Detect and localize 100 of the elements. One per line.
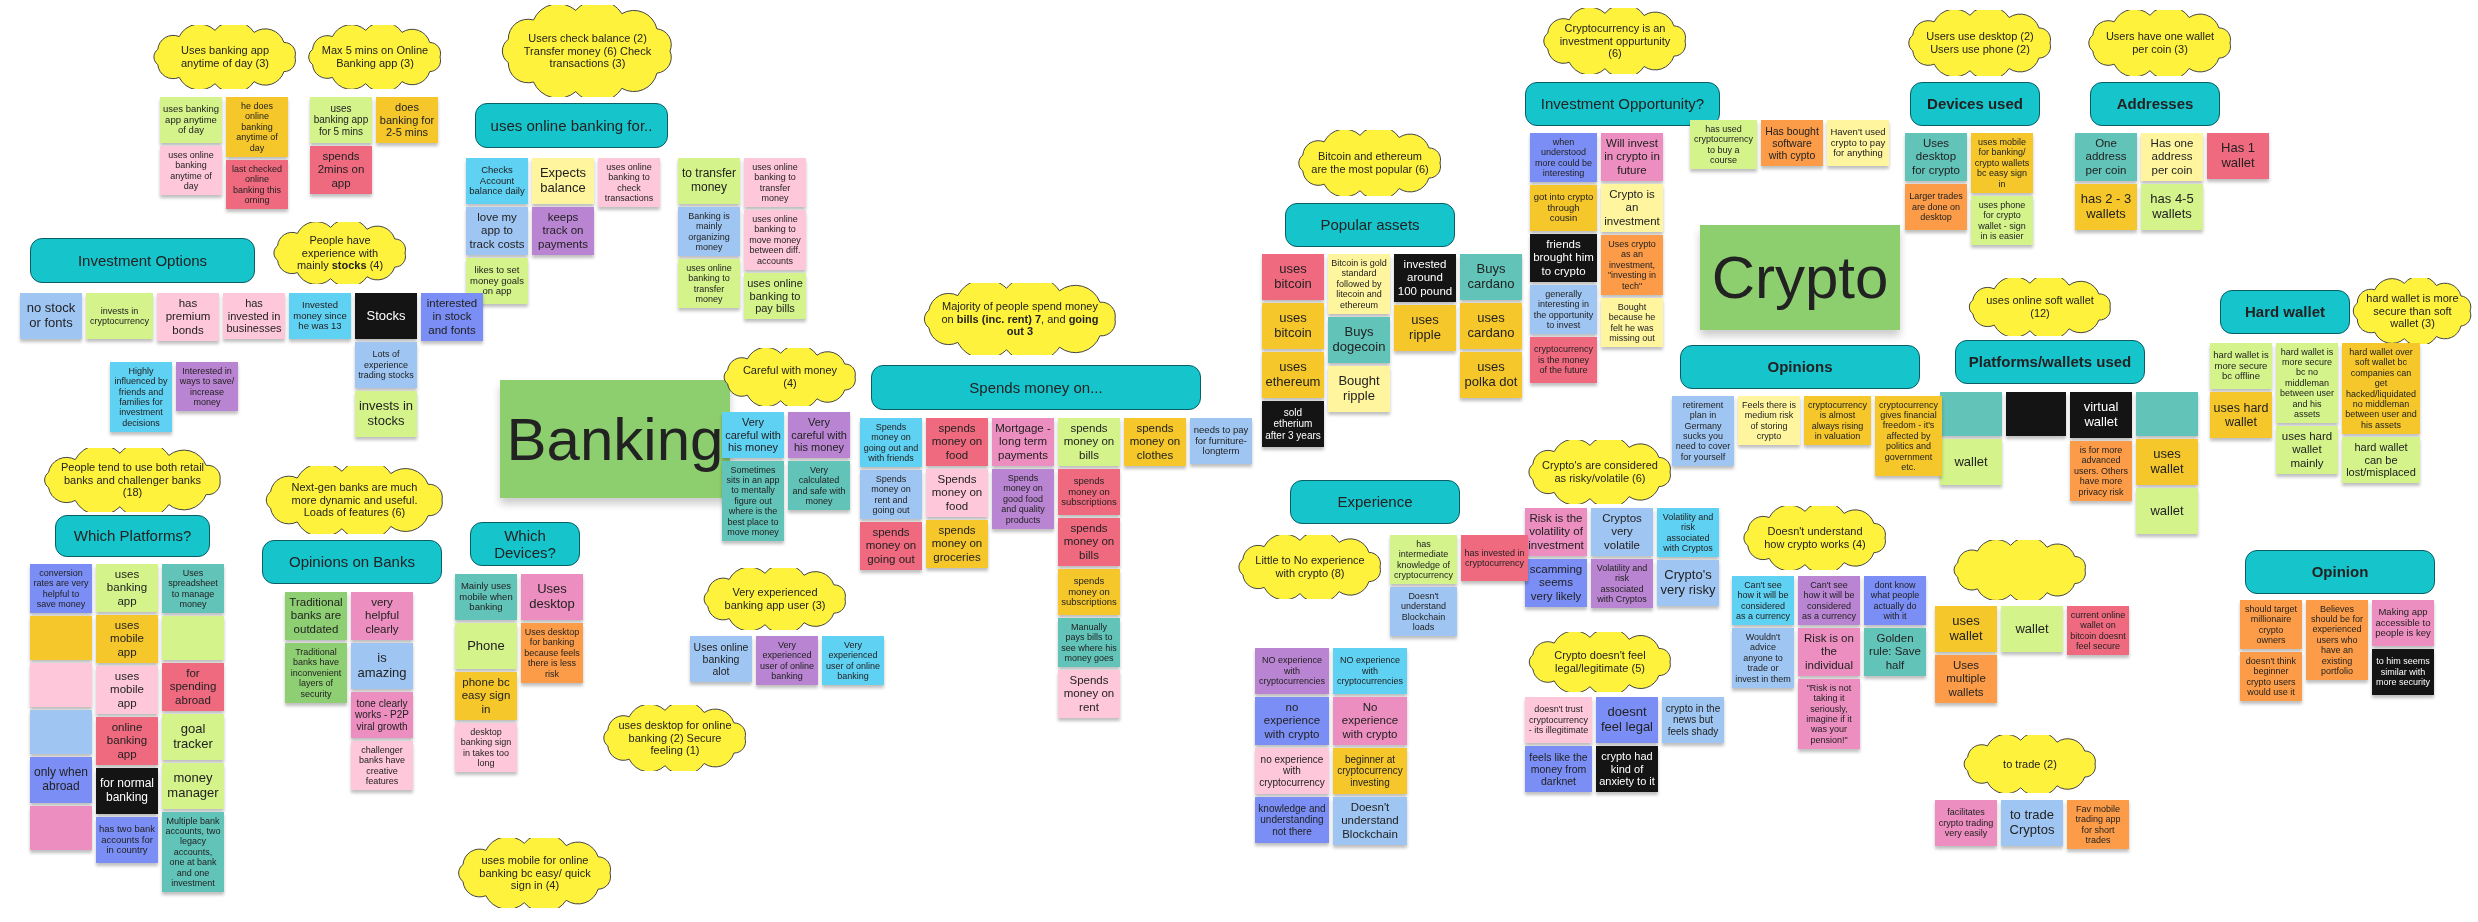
sticky-note: Risk is on the individual bbox=[1798, 628, 1860, 676]
sticky-note: Will invest in crypto in future bbox=[1601, 133, 1663, 181]
sticky-note: spends money on subscriptions bbox=[1058, 569, 1120, 615]
sticky-note: Very experienced user of online banking bbox=[756, 636, 818, 685]
sticky-note: uses hard wallet bbox=[2210, 392, 2272, 438]
category-header: uses online banking for.. bbox=[475, 103, 668, 148]
sticky-note: Stocks bbox=[355, 293, 417, 339]
sticky-note: spends money on going out bbox=[860, 522, 922, 570]
sticky-note: Doesn't understand Blockchain loads bbox=[1390, 587, 1457, 636]
sticky-note: very helpful clearly bbox=[351, 592, 413, 640]
sticky-note: to him seems similar with more security bbox=[2372, 649, 2434, 695]
sticky-note: Crypto is an investment bbox=[1601, 184, 1663, 232]
sticky-note: phone bc easy sign in bbox=[455, 672, 517, 720]
sticky-note: Buys dogecoin bbox=[1328, 317, 1390, 363]
sticky-note: last checked online banking this orning bbox=[226, 160, 288, 209]
sticky-note: uses mobile app bbox=[96, 615, 158, 663]
sticky-note: Phone bbox=[455, 623, 517, 669]
sticky-note: NO experience with cryptocurrencies bbox=[1255, 648, 1329, 694]
sticky-note: challenger banks have creative features bbox=[351, 741, 413, 790]
sticky-note: scamming seems very likely bbox=[1525, 559, 1587, 607]
sticky-note: has 2 - 3 wallets bbox=[2075, 184, 2137, 230]
sticky-note: spends 2mins on app bbox=[310, 146, 372, 194]
sticky-note: Expects balance bbox=[532, 158, 594, 204]
sticky-note: Manually pays bills to see where his money goes bbox=[1058, 618, 1120, 667]
sticky-note: uses cardano bbox=[1460, 303, 1522, 349]
category-header: Experience bbox=[1290, 480, 1460, 524]
sticky-note: online banking app bbox=[96, 717, 158, 765]
sticky-note: Checks Account balance daily bbox=[466, 158, 528, 204]
sticky-note: uses banking app bbox=[96, 564, 158, 612]
sticky-note: is for more advanced users. Others have more privacy risk bbox=[2070, 441, 2132, 501]
sticky-note: uses bitcoin bbox=[1262, 254, 1324, 300]
sticky-note: NO experience with cryptocurrencies bbox=[1333, 648, 1407, 694]
sticky-note: uses polka dot bbox=[1460, 352, 1522, 398]
sticky-note: beginner at cryptocurrency investing bbox=[1333, 748, 1407, 794]
sticky-note: should target millionaire crypto owners bbox=[2240, 600, 2302, 649]
sticky-note: Multiple bank accounts, two legacy accounts, one at bank and one investment bbox=[162, 812, 224, 892]
sticky-note: Invested money since he was 13 bbox=[289, 293, 351, 339]
sticky-note: Spends money on going out and with friends bbox=[860, 418, 922, 467]
category-header: Opinion bbox=[2245, 550, 2435, 594]
sticky-note bbox=[30, 806, 92, 850]
sticky-note: Volatility and risk associated with Cryptos bbox=[1657, 508, 1719, 557]
sticky-note: Fav mobile trading app for short trades bbox=[2067, 800, 2129, 849]
sticky-note: uses mobile app bbox=[96, 666, 158, 714]
sticky-note: cryptocurrency is the money of the future bbox=[1530, 337, 1597, 383]
sticky-note: uses online banking to transfer money bbox=[678, 259, 740, 308]
sticky-note: crypto had kind of anxiety to it bbox=[1596, 746, 1658, 792]
sticky-note: Uses multiple wallets bbox=[1935, 655, 1997, 703]
sticky-note: Wouldn't advice anyone to trade or invest in them bbox=[1732, 628, 1794, 688]
sticky-note: love my app to track costs bbox=[466, 207, 528, 255]
sticky-note: Crypto's very risky bbox=[1657, 560, 1719, 606]
sticky-note: hard wallet can be lost/misplaced bbox=[2342, 437, 2420, 483]
sticky-note: only when abroad bbox=[30, 757, 92, 803]
sticky-note: money manager bbox=[162, 763, 224, 809]
sticky-note: spends money on bills bbox=[1058, 418, 1120, 466]
sticky-note bbox=[30, 710, 92, 754]
sticky-note: sold etherium after 3 years bbox=[1262, 401, 1324, 447]
sticky-note: Interested in ways to save/ increase money bbox=[176, 362, 238, 411]
sticky-note: knowledge and understanding not there bbox=[1255, 797, 1329, 843]
sticky-note: Uses desktop for crypto bbox=[1905, 133, 1967, 181]
sticky-note: has 4-5 wallets bbox=[2141, 184, 2203, 230]
sticky-note: has invested in businesses bbox=[223, 293, 285, 339]
sticky-note: spends money on subscriptions bbox=[1058, 469, 1120, 515]
sticky-note: spends money on food bbox=[926, 418, 988, 466]
sticky-note: has invested in cryptocurrency bbox=[1461, 535, 1528, 581]
category-header: Which Platforms? bbox=[55, 515, 210, 557]
sticky-note: has used cryptocurrency to buy a course bbox=[1690, 120, 1757, 169]
summary-cloud: Users check balance (2) Transfer money (6) Check transactions (3) bbox=[500, 5, 675, 97]
sticky-note: wallet bbox=[2136, 488, 2198, 534]
sticky-note: Uses online banking alot bbox=[690, 636, 752, 682]
sticky-note: Spends money on rent bbox=[1058, 670, 1120, 718]
sticky-note: when understood more could be interesting bbox=[1530, 133, 1597, 182]
sticky-note: to transfer money bbox=[678, 158, 740, 204]
sticky-note bbox=[30, 663, 92, 707]
sticky-note: Spends money on rent and going out bbox=[860, 470, 922, 519]
sticky-note: virtual wallet bbox=[2070, 392, 2132, 438]
category-header: Devices used bbox=[1910, 82, 2040, 126]
sticky-note: he does online banking anytime of day bbox=[226, 97, 288, 157]
sticky-note: has intermediate knowledge of cryptocurrency bbox=[1390, 535, 1457, 584]
sticky-note: has two bank accounts for in country bbox=[96, 817, 158, 863]
sticky-note: Doesn't understand Blockchain bbox=[1333, 797, 1407, 845]
category-header: Opinions on Banks bbox=[262, 540, 442, 584]
sticky-note: Very careful with his money bbox=[722, 412, 784, 458]
sticky-note bbox=[2136, 392, 2198, 436]
sticky-note: Very experienced user of online banking bbox=[822, 636, 884, 685]
sticky-note: Spends money on good food and quality products bbox=[992, 469, 1054, 529]
sticky-note: tone clearly works - P2P viral growth bbox=[351, 692, 413, 738]
sticky-note: Cryptos very volatile bbox=[1591, 508, 1653, 556]
sticky-note: Has one address per coin bbox=[2141, 133, 2203, 181]
sticky-note: Traditional banks have inconvenient layers of security bbox=[285, 643, 347, 703]
category-header: Which Devices? bbox=[470, 522, 580, 566]
sticky-note: Making app accessible to people is key bbox=[2372, 600, 2434, 646]
sticky-note: for normal banking bbox=[96, 768, 158, 814]
sticky-note: uses banking app for 5 mins bbox=[310, 97, 372, 143]
sticky-note: Spends money on food bbox=[926, 469, 988, 517]
sticky-note: wallet bbox=[2001, 606, 2063, 652]
category-header: Popular assets bbox=[1285, 203, 1455, 247]
sticky-note: uses online banking to move money between diff. accounts bbox=[744, 210, 806, 270]
sticky-note: Highly influenced by friends and families for investment decisions bbox=[110, 362, 172, 432]
sticky-note: for spending abroad bbox=[162, 663, 224, 711]
sticky-note: uses ripple bbox=[1394, 305, 1456, 351]
